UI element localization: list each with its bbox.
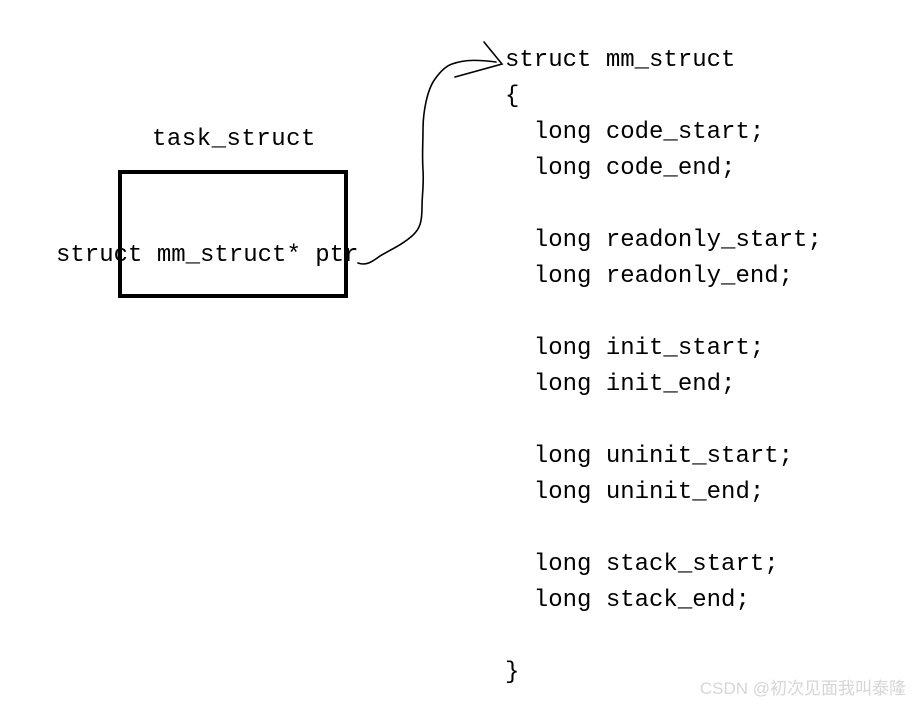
arrow-head <box>454 41 504 78</box>
task-struct-box <box>118 170 348 298</box>
mm-struct-code-block: struct mm_struct { long code_start; long… <box>505 47 822 686</box>
csdn-watermark: CSDN @初次见面我叫泰隆 <box>699 679 906 698</box>
mm-struct-pointer-field: struct mm_struct* ptr <box>56 242 359 269</box>
task-struct-label: task_struct <box>152 126 316 153</box>
arrow-curve-line <box>357 59 497 265</box>
